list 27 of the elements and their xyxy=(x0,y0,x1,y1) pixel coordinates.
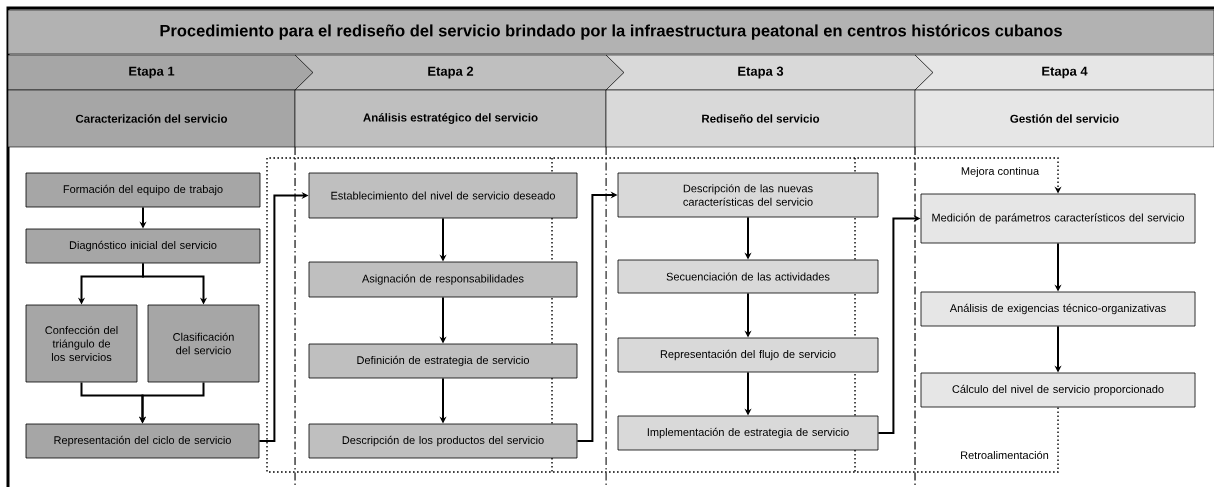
arrow xyxy=(266,157,1062,473)
stage-header: Rediseño del servicio xyxy=(605,89,916,148)
process-box: Descripción de las nuevas características del servicio xyxy=(617,172,879,218)
note-label: Mejora continua xyxy=(959,165,1041,179)
stage-header: Caracterización del servicio xyxy=(7,89,296,148)
stage-band: Etapa 1 xyxy=(7,54,314,91)
process-box: Secuenciación de las actividades xyxy=(617,259,879,294)
process-box: Asignación de responsabilidades xyxy=(308,261,578,298)
stage-header: Gestión del servicio xyxy=(914,89,1214,148)
edge-label: Retroalimentación xyxy=(959,449,1050,461)
process-box: Clasificación del servicio xyxy=(147,304,260,383)
process-box: Representación del flujo de servicio xyxy=(617,337,879,373)
process-box: Diagnóstico inicial del servicio xyxy=(25,228,261,264)
title-band: Procedimiento para el rediseño del servicio brindado por la infraestructura peatonal en centros históricos cubanos xyxy=(7,9,1214,55)
process-box: Implementación de estrategia de servicio xyxy=(617,415,879,451)
process-box: Medición de parámetros característicos del servicio xyxy=(920,193,1196,244)
process-box: Análisis de exigencias técnico-organizativas xyxy=(920,291,1196,327)
stage-header: Análisis estratégico del servicio xyxy=(294,89,607,148)
process-box: Establecimiento del nivel de servicio deseado xyxy=(308,172,578,219)
process-box: Representación del ciclo de servicio xyxy=(25,423,260,459)
process-box: Confección del triángulo de los servicios xyxy=(25,304,138,383)
process-box: Formación del equipo de trabajo xyxy=(25,172,261,208)
node-label: Etapa 4 xyxy=(1042,66,1088,79)
stage-band: Etapa 4 xyxy=(914,54,1214,91)
process-box: Definición de estrategia de servicio xyxy=(308,343,578,379)
process-box: Descripción de los productos del servicio xyxy=(308,423,578,459)
process-box: Cálculo del nivel de servicio proporcionado xyxy=(920,372,1196,408)
